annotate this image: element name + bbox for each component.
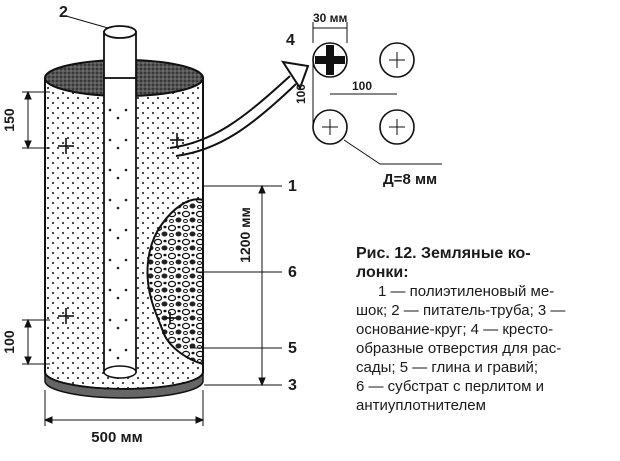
caption-line-7: антиуплотнителем bbox=[356, 397, 486, 414]
height-label: 1200 мм bbox=[237, 207, 253, 263]
base-disc bbox=[44, 371, 204, 399]
width-dimension bbox=[43, 390, 205, 426]
caption-line-1: 1 — полиэтиленовый ме- bbox=[378, 283, 555, 300]
hole-size-label: 30 мм bbox=[313, 11, 348, 25]
caption-line-6: 6 — субстрат с перлитом и bbox=[356, 378, 545, 395]
label-5: 5 bbox=[288, 340, 297, 357]
caption-line-2: шок; 2 — питатель-труба; 3 — bbox=[356, 302, 566, 319]
label-6: 6 bbox=[288, 264, 297, 281]
hole-dimension-lines bbox=[312, 22, 442, 165]
top-margin-label: 150 bbox=[1, 108, 17, 132]
top-margin-dimension bbox=[22, 90, 50, 150]
caption-title-line-1: Рис. 12. Земляные ко- bbox=[356, 245, 531, 262]
cross-slot-icon bbox=[315, 45, 345, 75]
label-3: 3 bbox=[288, 377, 297, 394]
figure-caption: Рис. 12. Земляные ко- лонки: 1 — полиэти… bbox=[356, 244, 606, 415]
bottom-margin-dimension bbox=[22, 318, 50, 366]
clay-and-gravel-section bbox=[146, 198, 204, 366]
hole-layout-detail bbox=[312, 42, 415, 145]
caption-line-5: сады; 5 — глина и гравий; bbox=[356, 359, 539, 376]
diameter-label: Д=8 мм bbox=[383, 171, 437, 188]
width-label: 500 мм bbox=[91, 429, 142, 446]
cross-holes bbox=[58, 133, 184, 324]
caption-line-3: основание-круг; 4 — кресто- bbox=[356, 321, 554, 338]
label-4: 4 bbox=[286, 32, 295, 49]
caption-line-4: образные отверстия для рас- bbox=[356, 340, 562, 357]
hole-spacing-horizontal-label: 100 bbox=[352, 79, 372, 93]
label-1: 1 bbox=[288, 178, 297, 195]
feeder-tube bbox=[103, 25, 137, 379]
caption-title-line-2: лонки: bbox=[356, 264, 409, 281]
hole-spacing-vertical-label: 100 bbox=[294, 84, 308, 104]
bottom-margin-label: 100 bbox=[1, 330, 17, 354]
leader-lines bbox=[65, 15, 282, 386]
detail-arrow bbox=[169, 60, 310, 157]
label-2: 2 bbox=[59, 4, 68, 21]
